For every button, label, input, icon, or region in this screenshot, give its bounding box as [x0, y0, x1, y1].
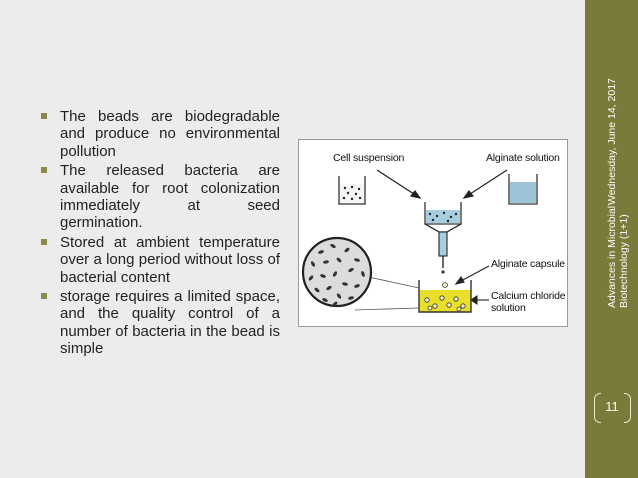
cell-suspension-beaker — [338, 176, 366, 205]
calcium-chloride-label-line2: solution — [491, 302, 526, 314]
mixing-syringe — [424, 202, 462, 274]
bullet-item: Stored at ambient temperature over a lon… — [40, 234, 280, 286]
zoom-line — [354, 307, 420, 311]
alginate-solution-label: Alginate solution — [486, 152, 560, 164]
bullet-item: storage requires a limited space, and th… — [40, 288, 280, 358]
arrowhead-icon — [454, 275, 465, 285]
bullet-text: The released bacteria are available for … — [60, 162, 280, 232]
arrow-line — [466, 169, 508, 197]
course-title-line1: Advances in Microbial — [606, 205, 618, 308]
arrow-line — [376, 169, 418, 197]
calcium-chloride-beaker — [418, 280, 472, 313]
square-bullet-icon — [41, 113, 47, 119]
alginate-capsule-label: Alginate capsule — [491, 258, 565, 270]
course-title-line2: Biotechnology (1+1) — [618, 214, 630, 308]
encapsulation-diagram: Cell suspension Alginate solution Algina… — [298, 139, 568, 327]
bullet-list: The beads are biodegradable and produce … — [40, 108, 280, 360]
square-bullet-icon — [41, 167, 47, 174]
bullet-item: The beads are biodegradable and produce … — [40, 108, 280, 160]
calcium-chloride-label: Calcium chloride — [491, 290, 566, 302]
arrowhead-icon — [470, 294, 478, 306]
arrows — [376, 169, 508, 199]
page-number-bracket-left — [594, 393, 601, 423]
bullet-text: Stored at ambient temperature over a lon… — [60, 233, 280, 286]
bullet-item: The released bacteria are available for … — [40, 162, 280, 232]
square-bullet-icon — [41, 293, 47, 300]
slide-date: Wednesday, June 14, 2017 — [606, 78, 618, 205]
bullet-text: The beads are biodegradable and produce … — [60, 108, 280, 160]
cell-suspension-label: Cell suspension — [333, 152, 405, 164]
arrow-line — [458, 265, 490, 283]
bullet-text: storage requires a limited space, and th… — [60, 288, 280, 358]
magnified-capsule — [301, 236, 373, 308]
alginate-solution-beaker — [508, 174, 538, 205]
label-arrows — [454, 265, 490, 306]
encapsulation-diagram-drawing — [301, 169, 538, 313]
page-number: 11 — [605, 399, 619, 414]
square-bullet-icon — [41, 238, 47, 245]
arrowhead-icon — [409, 190, 422, 199]
arrowhead-icon — [462, 190, 475, 199]
